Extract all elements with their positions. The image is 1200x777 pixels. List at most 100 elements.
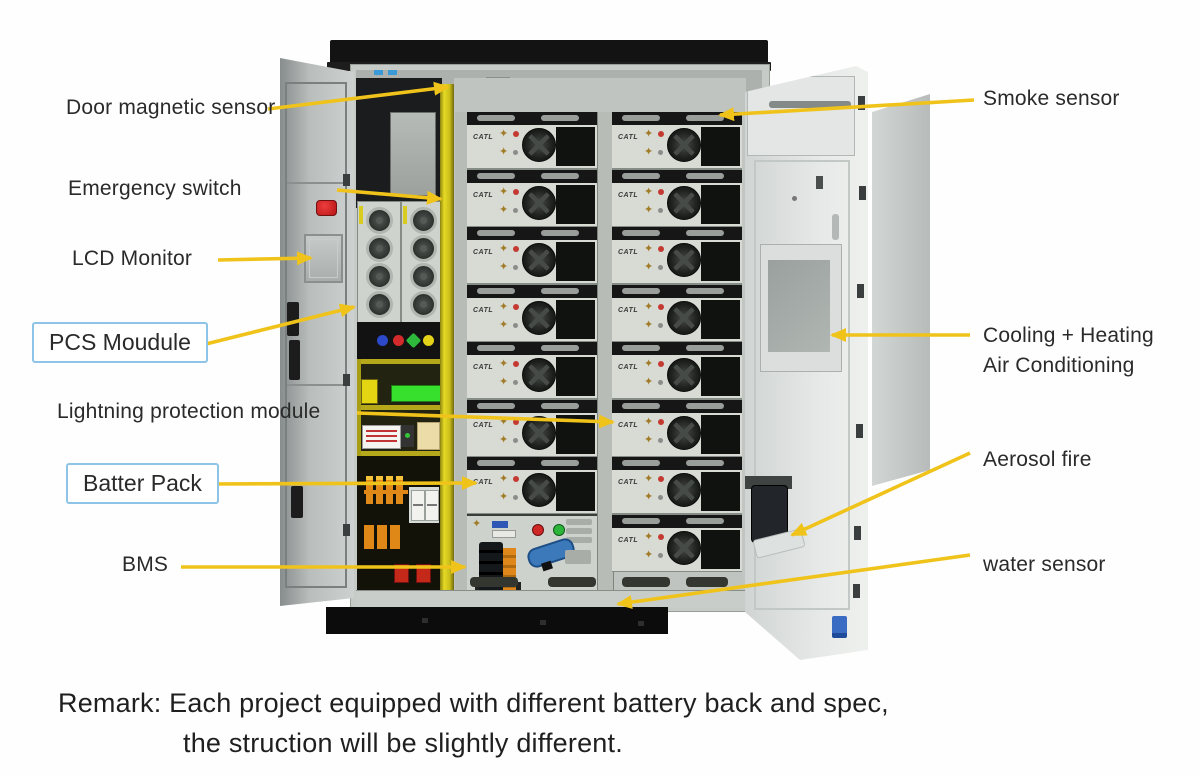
red-connector	[394, 564, 409, 583]
battery-column-right: CATL ✦ ✦ CATL ✦ ✦ CATL ✦ ✦	[612, 112, 742, 572]
connector-star-icon: ✦	[499, 318, 509, 331]
status-dot-red	[658, 418, 664, 425]
battery-module: CATL ✦ ✦	[612, 399, 742, 456]
connector-star-icon: ✦	[499, 128, 509, 140]
label-air-conditioning-line1: Cooling + Heating	[983, 324, 1154, 347]
pcs-fan-icon	[410, 235, 437, 262]
switch-panel	[409, 487, 439, 523]
fan-icon	[667, 473, 701, 507]
battery-brand-label: CATL	[618, 364, 639, 371]
connector-star-icon: ✦	[472, 518, 482, 530]
electrical-section	[357, 359, 445, 600]
fan-icon	[667, 243, 701, 277]
status-dot-red	[513, 361, 519, 367]
label-door-magnetic-sensor: Door magnetic sensor	[66, 96, 276, 119]
connector-star-icon: ✦	[499, 415, 509, 428]
pcs-bay-interior	[356, 78, 442, 208]
battery-module-handle-rail	[612, 514, 742, 528]
pcs-fan-icon	[410, 207, 437, 234]
label-water-sensor: water sensor	[983, 553, 1106, 576]
connector-star-icon: ✦	[644, 491, 654, 503]
fan-icon	[667, 300, 701, 335]
battery-brand-label: CATL	[618, 134, 639, 141]
status-dot-gray	[658, 150, 663, 155]
indicator-green	[405, 332, 422, 349]
busbar	[390, 525, 400, 549]
connector-star-icon: ✦	[644, 300, 654, 313]
battery-brand-label: CATL	[473, 191, 494, 199]
battery-module: CATL ✦ ✦	[467, 284, 597, 341]
connector-star-icon: ✦	[644, 415, 654, 428]
connector-star-icon: ✦	[644, 146, 654, 158]
battery-module-handle-rail	[612, 399, 742, 413]
battery-brand-label: CATL	[618, 306, 639, 314]
battery-vent-panel	[701, 184, 740, 224]
status-dot-gray	[513, 495, 518, 500]
status-dot-gray	[513, 380, 518, 385]
label-bms: BMS	[122, 553, 169, 576]
label-battery-pack: Batter Pack	[66, 463, 219, 504]
battery-vent-panel	[701, 357, 740, 396]
connector-star-icon: ✦	[644, 376, 654, 388]
status-dot-red	[513, 418, 519, 425]
battery-module: CATL ✦ ✦	[467, 169, 597, 226]
connector-star-icon: ✦	[499, 261, 509, 273]
bms-green-button	[553, 524, 565, 536]
battery-brand-label: CATL	[618, 249, 639, 256]
fan-icon	[522, 128, 556, 162]
left-door	[280, 58, 354, 606]
status-dot-red	[658, 361, 664, 367]
bms-slot	[566, 519, 592, 525]
battery-module-handle-rail	[467, 112, 597, 125]
battery-vent-panel	[556, 414, 595, 454]
indicator-blue	[377, 335, 388, 346]
cabinet-base	[326, 607, 668, 634]
lcd-monitor-panel	[304, 234, 343, 283]
right-side-panel	[872, 94, 930, 486]
yellow-frame-strip	[440, 84, 454, 601]
door-latch-slot	[816, 176, 823, 189]
fan-icon	[667, 358, 701, 392]
pcs-fan-icon	[366, 235, 393, 262]
battery-module-handle-rail	[467, 227, 597, 240]
battery-module-handle-rail	[612, 342, 742, 355]
battery-vent-panel	[701, 299, 740, 339]
bms-slot	[566, 528, 592, 534]
label-air-conditioning: Cooling + Heating Air Conditioning	[983, 321, 1154, 381]
connector-star-icon: ✦	[644, 358, 654, 370]
label-lightning-protection-module: Lightning protection module	[57, 400, 321, 423]
status-dot-gray	[658, 322, 663, 328]
pcs-fan-icon	[366, 207, 393, 234]
status-dot-red	[658, 533, 664, 540]
fan-icon	[667, 530, 701, 565]
connector-star-icon: ✦	[644, 433, 654, 446]
connector-star-icon: ✦	[499, 376, 509, 388]
battery-brand-label: CATL	[473, 249, 494, 256]
connector-star-icon: ✦	[644, 203, 654, 216]
fan-icon	[522, 415, 556, 450]
fan-icon	[522, 473, 556, 507]
emergency-stop-button	[316, 200, 337, 216]
battery-vent-panel	[701, 529, 740, 569]
connector-star-icon: ✦	[499, 300, 509, 313]
battery-brand-label: CATL	[618, 421, 639, 429]
relay-unit	[401, 425, 414, 447]
status-dot-red	[658, 246, 664, 252]
connector-star-icon: ✦	[499, 203, 509, 216]
battery-module-handle-rail	[612, 457, 742, 470]
rocker-switch	[411, 490, 425, 521]
air-conditioner-window	[768, 260, 830, 352]
battery-module-handle-rail	[612, 112, 742, 125]
hinge-bit	[374, 70, 383, 75]
battery-vent-panel	[556, 184, 595, 224]
busbar	[364, 525, 374, 549]
status-dot-gray	[513, 207, 518, 213]
bottom-handle-slot	[622, 577, 670, 587]
bottom-handle-slot	[470, 577, 518, 587]
connector-star-icon: ✦	[644, 473, 654, 485]
battery-module: CATL ✦ ✦	[467, 342, 597, 398]
indicator-yellow	[423, 335, 434, 346]
connector-star-icon: ✦	[499, 185, 509, 198]
connector-star-icon: ✦	[644, 530, 654, 543]
